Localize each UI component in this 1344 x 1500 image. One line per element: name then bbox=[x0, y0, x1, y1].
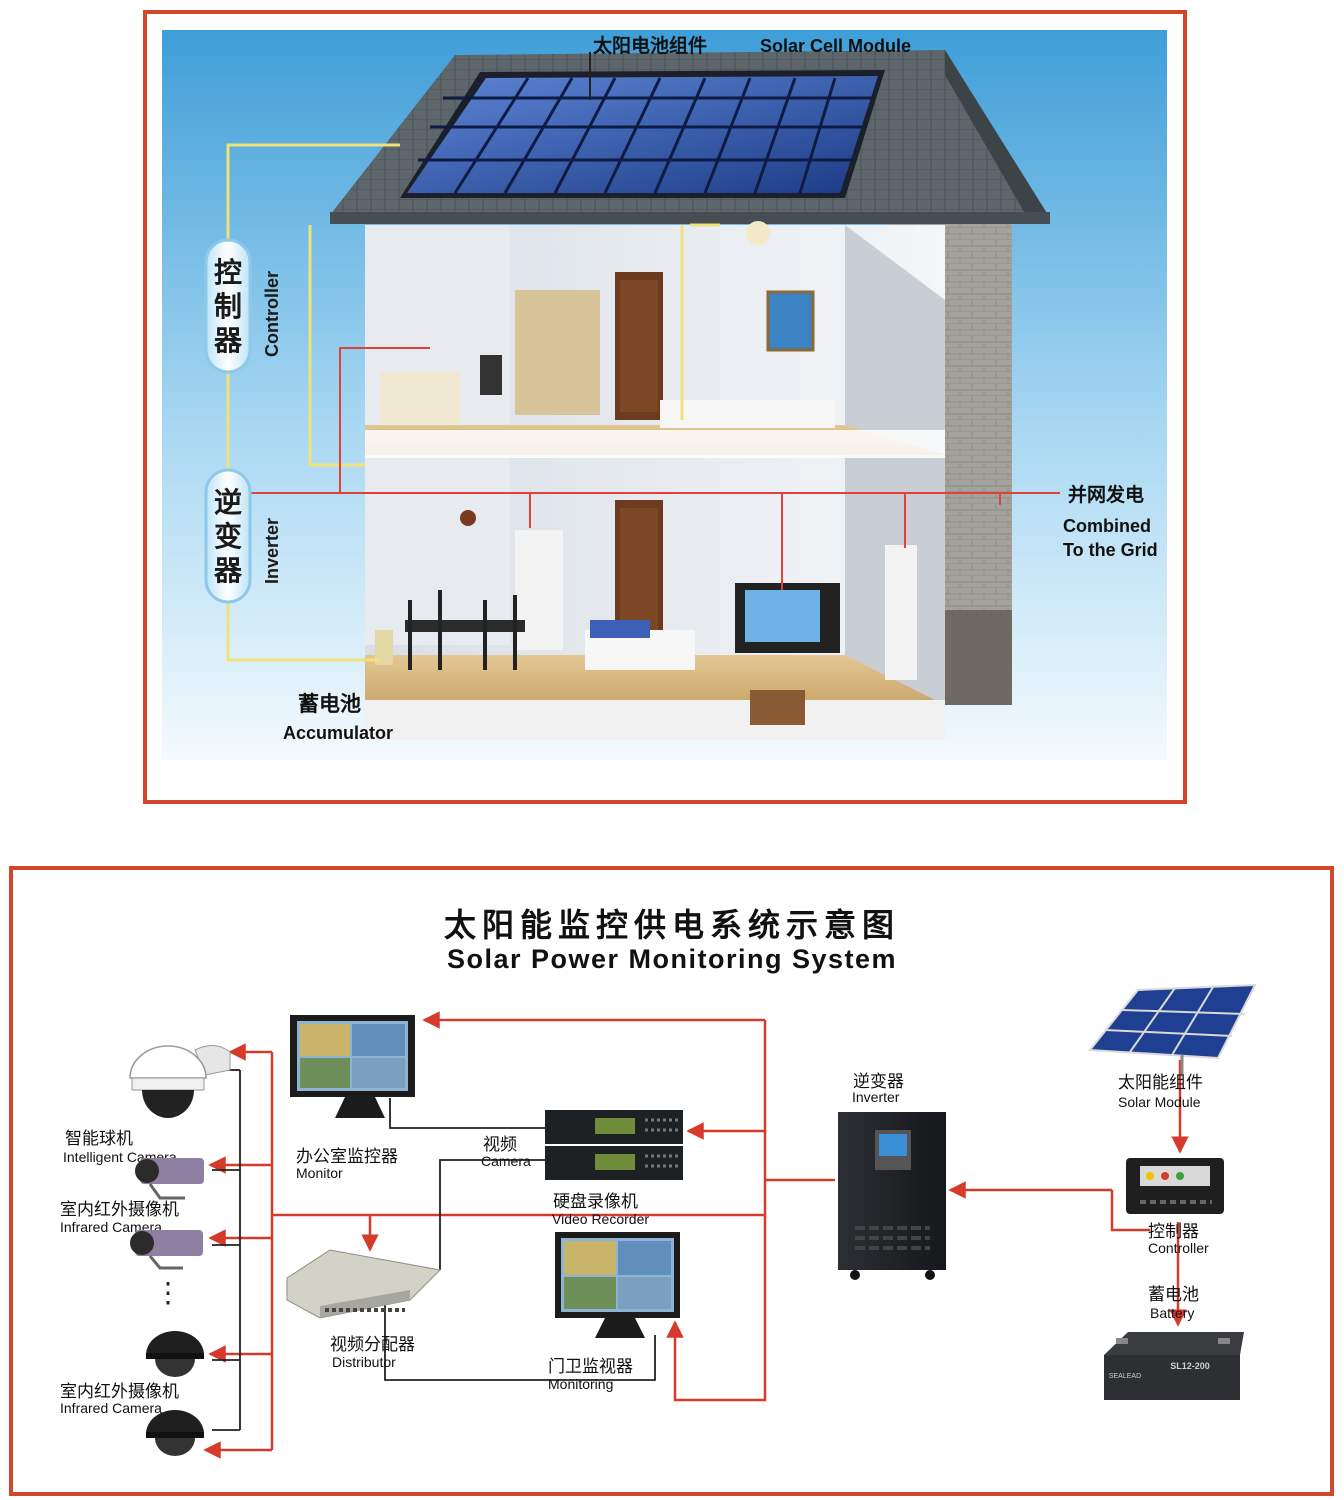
red-grid-wiring bbox=[250, 347, 1060, 590]
ir-camera2-en: Infrared Camera bbox=[60, 1400, 162, 1416]
floor-slab bbox=[365, 430, 945, 458]
infrared-camera-1 bbox=[135, 1158, 204, 1200]
infrared-camera-2 bbox=[130, 1230, 203, 1270]
ir-camera2-cn: 室内红外摄像机 bbox=[60, 1382, 179, 1402]
solar-module-cn-label: 太阳电池组件 bbox=[593, 34, 707, 57]
office-monitor bbox=[290, 1015, 415, 1118]
inverter-cn-2: 变 bbox=[214, 520, 242, 553]
battery-cn: 蓄电池 bbox=[1148, 1285, 1199, 1305]
inverter-cn-3: 器 bbox=[213, 554, 243, 587]
bed bbox=[660, 400, 835, 428]
dome-camera-cn: 智能球机 bbox=[65, 1129, 133, 1149]
desk bbox=[380, 372, 460, 424]
video-camera-cn: 视频 bbox=[483, 1135, 517, 1155]
accumulator-cn-label: 蓄电池 bbox=[298, 692, 361, 716]
video-distributor bbox=[286, 1249, 442, 1319]
dining-chairs bbox=[408, 590, 517, 670]
roof-eave bbox=[330, 212, 1050, 224]
monitoring-diagram: 太阳能监控供电系统示意图 Solar Power Monitoring Syst… bbox=[9, 866, 1334, 1496]
controller-cn-3: 器 bbox=[213, 324, 243, 357]
gate-monitor-cn: 门卫监视器 bbox=[548, 1357, 633, 1377]
inverter-en: Inverter bbox=[852, 1089, 900, 1105]
monitoring-title-cn: 太阳能监控供电系统示意图 bbox=[444, 906, 900, 944]
dome-camera bbox=[129, 1045, 231, 1118]
roof-edge bbox=[945, 50, 1050, 222]
grid-cn-label: 并网发电 bbox=[1068, 483, 1144, 506]
accumulator-en-label: Accumulator bbox=[283, 723, 393, 743]
recorder-cn: 硬盘录像机 bbox=[553, 1192, 638, 1212]
controller-en-label: Controller bbox=[262, 271, 282, 357]
solar-module-en: Solar Module bbox=[1118, 1094, 1201, 1110]
inverter-cn: 逆变器 bbox=[853, 1072, 904, 1092]
mini-dome-camera-2 bbox=[146, 1410, 204, 1456]
dining-table bbox=[405, 620, 525, 632]
solar-module-en-label: Solar Cell Module bbox=[760, 36, 911, 56]
office-monitor-en: Monitor bbox=[296, 1165, 343, 1181]
gate-monitor-en: Monitoring bbox=[548, 1376, 613, 1392]
controller-cn-1: 控 bbox=[214, 256, 242, 289]
video-camera-en: Camera bbox=[481, 1153, 531, 1169]
bookshelf bbox=[515, 290, 600, 415]
accumulator-box bbox=[375, 630, 393, 665]
wall-painting bbox=[766, 290, 815, 352]
distributor-en: Distributor bbox=[332, 1354, 396, 1370]
standing-air-conditioner bbox=[885, 545, 917, 680]
grid-en-label-2: To the Grid bbox=[1063, 540, 1158, 560]
mini-dome-camera-1 bbox=[146, 1331, 204, 1377]
foundation bbox=[365, 700, 945, 740]
recorder-en: Video Recorder bbox=[552, 1211, 649, 1227]
signal-lines bbox=[212, 1069, 656, 1431]
yellow-wiring bbox=[226, 143, 720, 662]
charge-controller bbox=[1126, 1158, 1224, 1214]
distributor-cn: 视频分配器 bbox=[330, 1335, 415, 1355]
office-chair bbox=[480, 355, 502, 395]
stone-base bbox=[945, 610, 1012, 705]
grid-en-label-1: Combined bbox=[1063, 516, 1151, 536]
house-diagram: 控 制 器 Controller 逆 变 器 Inverter 太阳电池组件 S… bbox=[143, 10, 1187, 804]
video-recorder bbox=[545, 1110, 683, 1180]
battery-unit bbox=[1104, 1332, 1244, 1400]
ceiling-lamp bbox=[746, 221, 770, 245]
power-flow-lines bbox=[203, 1011, 1189, 1459]
interior-right-wall bbox=[845, 225, 945, 705]
battery-en: Battery bbox=[1150, 1305, 1194, 1321]
gate-monitor bbox=[555, 1232, 680, 1338]
controller-en: Controller bbox=[1148, 1240, 1209, 1256]
solar-module-cn: 太阳能组件 bbox=[1118, 1073, 1203, 1093]
controller-cn: 控制器 bbox=[1148, 1222, 1199, 1242]
pendant-lamp bbox=[460, 510, 476, 526]
battery-model-label: SL12-200 bbox=[1170, 1361, 1210, 1371]
side-table bbox=[750, 690, 805, 725]
solar-panel-array bbox=[400, 70, 885, 198]
monitoring-title-en: Solar Power Monitoring System bbox=[447, 944, 897, 974]
controller-cn-2: 制 bbox=[214, 290, 242, 323]
inverter-en-label: Inverter bbox=[262, 518, 282, 584]
battery-brand-label: SEALEAD bbox=[1109, 1373, 1141, 1380]
controller-capsule bbox=[204, 238, 252, 374]
solar-module bbox=[1088, 983, 1257, 1075]
ir-camera-cn: 室内红外摄像机 bbox=[60, 1200, 179, 1220]
more-cameras-ellipsis: ⋮ bbox=[154, 1277, 182, 1308]
inverter-cn-1: 逆 bbox=[214, 486, 242, 519]
office-monitor-cn: 办公室监控器 bbox=[296, 1147, 398, 1167]
inverter-unit bbox=[838, 1112, 946, 1280]
inverter-capsule bbox=[204, 468, 252, 604]
